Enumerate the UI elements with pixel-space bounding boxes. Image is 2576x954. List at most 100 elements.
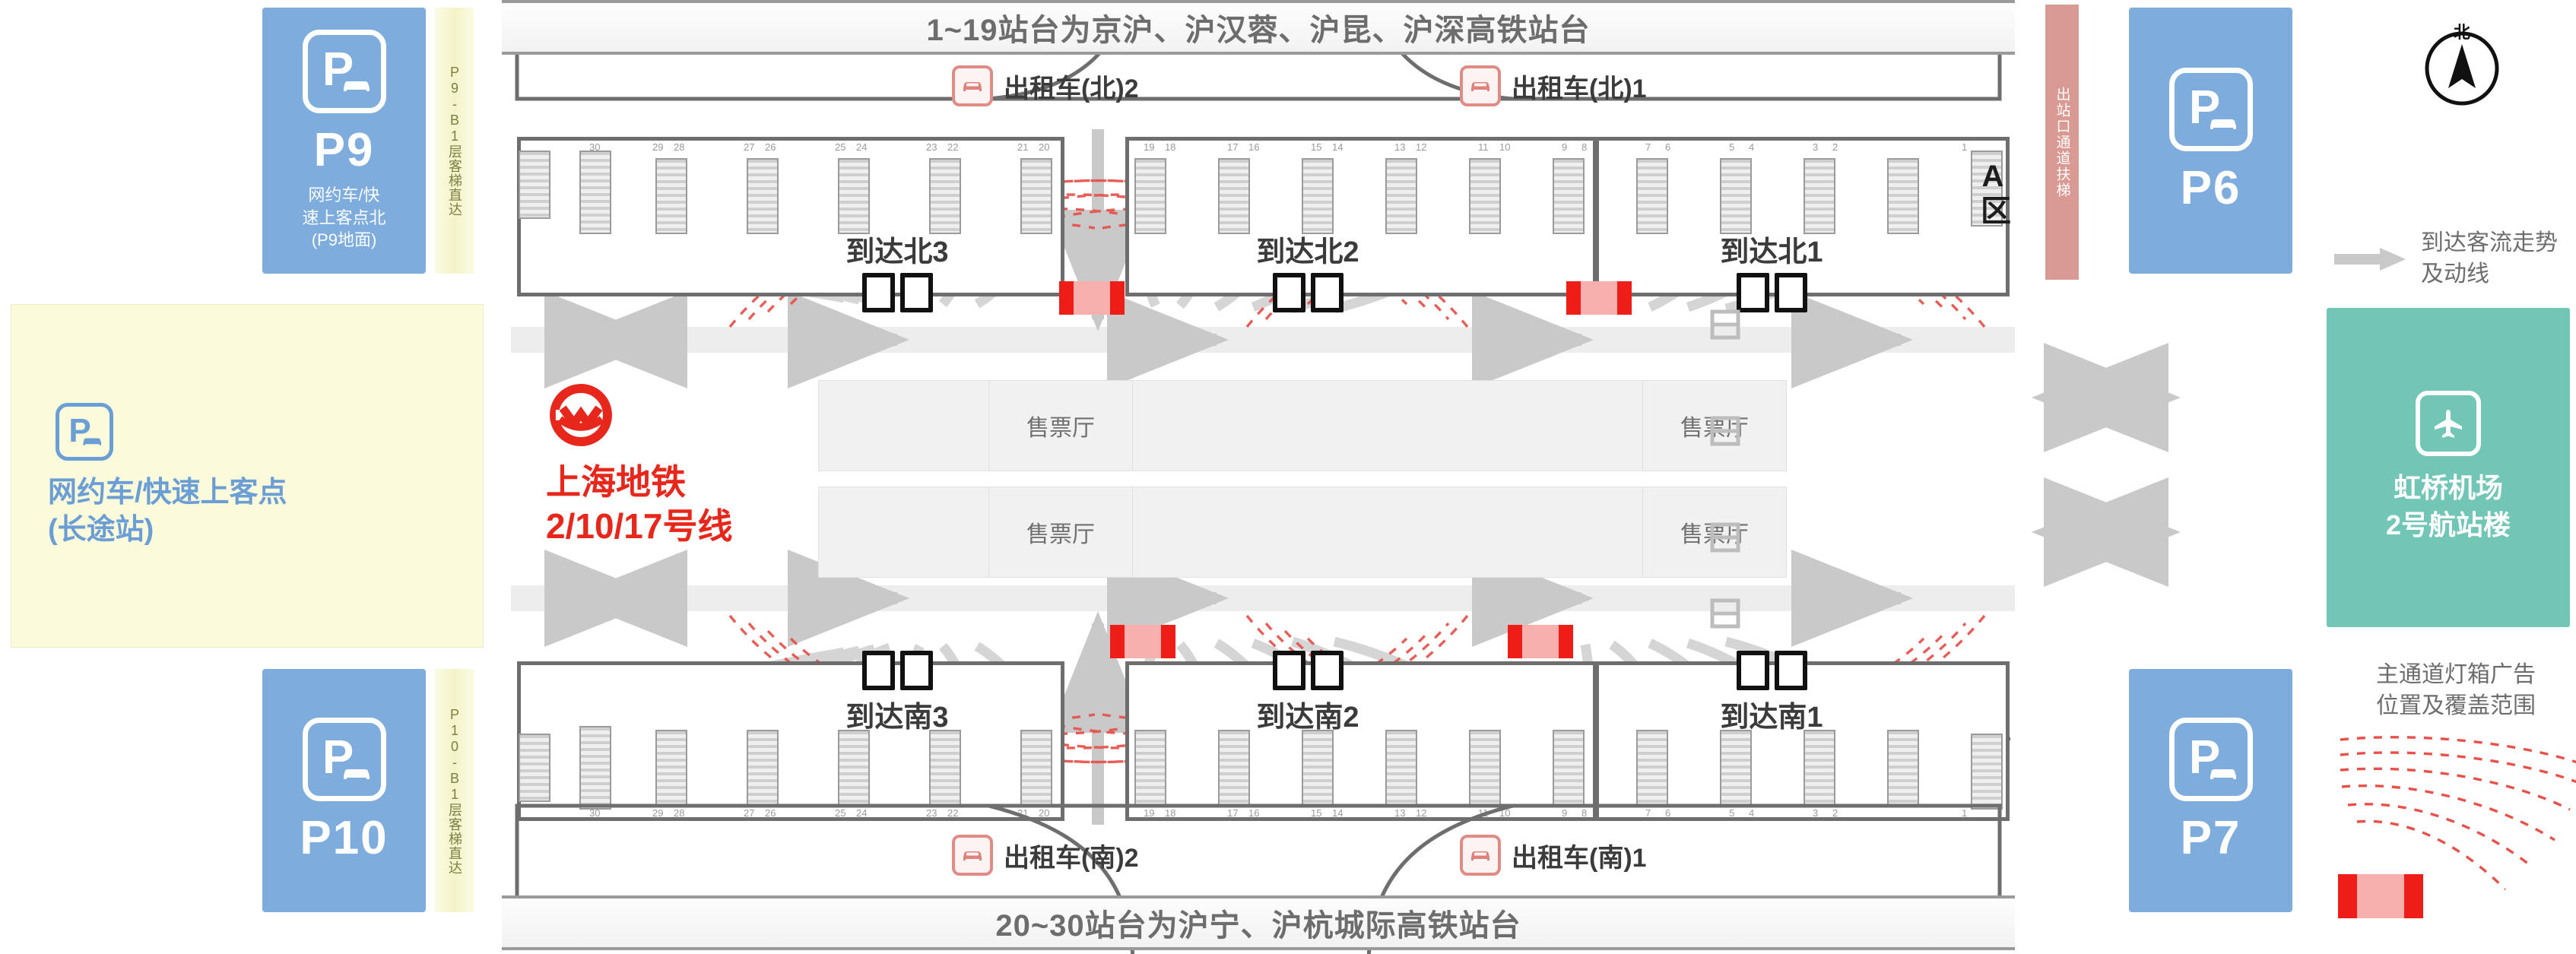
ride-hailing-zone[interactable]: P 网约车/快速上客点 (长途站) (11, 304, 484, 648)
ticket-hall-sw-label: 售票厅 (1026, 522, 1095, 547)
taxi-north-2-label: 出租车(北)2 (1004, 74, 1139, 103)
escalator (1020, 730, 1052, 806)
ride-hailing-title: 网约车/快速上客点 (长途站) (48, 476, 287, 546)
escalator (929, 158, 961, 234)
gate-icon (861, 651, 933, 690)
legend-lightbox-text: 主通道灯箱广告 位置及覆盖范围 (2376, 662, 2536, 718)
escalator (579, 726, 611, 810)
parking-p7[interactable]: P P7 (2129, 669, 2292, 912)
legend-passenger-flow-text: 到达客流走势 及动线 (2421, 230, 2558, 287)
escalator (1636, 730, 1668, 806)
escalator (1302, 158, 1334, 234)
parking-p10[interactable]: P P10 (262, 669, 426, 912)
escalator (1385, 158, 1417, 234)
taxi-stand-south-2[interactable]: 出租车(南)2 (952, 835, 1139, 876)
escalator (1636, 158, 1668, 234)
arrival-south-1[interactable]: 到达南1 (1658, 648, 1886, 735)
escalator (519, 151, 550, 219)
escalator (929, 730, 961, 806)
gray-arrow-icon (2334, 247, 2406, 271)
escalator (1134, 158, 1166, 234)
escalator (1971, 734, 2003, 810)
arrival-south-2-label: 到达南2 (1256, 702, 1359, 734)
taxi-stand-north-2[interactable]: 出租车(北)2 (952, 65, 1139, 106)
stair-icons-column (1703, 304, 1749, 639)
escalator (838, 158, 870, 234)
parking-taxi-icon: P (302, 718, 386, 802)
gate-icon (1272, 273, 1344, 312)
arrival-north-1[interactable]: 到达北1 (1658, 228, 1886, 312)
ticket-hall-sw[interactable]: 售票厅 (988, 487, 1133, 578)
p10-elevator-strip: P10-B1层客梯直达 (435, 669, 474, 912)
p9-elevator-strip-label: P9-B1层客梯直达 (447, 65, 462, 217)
airport-name: 虹桥机场 2号航站楼 (2385, 472, 2511, 540)
escalator (1385, 730, 1417, 806)
escalator (1720, 158, 1752, 234)
gate-icon (1736, 651, 1807, 690)
parking-p6[interactable]: P P6 (2129, 8, 2292, 274)
ticket-hall-nw-label: 售票厅 (1026, 416, 1095, 441)
legend-lightbox-arcs (2340, 736, 2576, 891)
arrival-north-3[interactable]: 到达北3 (783, 228, 1011, 312)
escalator (655, 158, 687, 234)
taxi-icon (952, 835, 993, 876)
arrival-north-3-label: 到达北3 (845, 236, 949, 268)
escalator (579, 151, 611, 234)
exit-corridor-label: 出站口通道扶梯 (2054, 86, 2070, 198)
escalator (1887, 158, 1919, 234)
escalator (1469, 158, 1501, 234)
p10-elevator-strip-label: P10-B1层客梯直达 (447, 706, 462, 875)
center-concourse-lower (818, 487, 1692, 578)
escalator (519, 734, 550, 802)
escalator (747, 730, 779, 806)
arrival-south-3[interactable]: 到达南3 (783, 648, 1011, 735)
arrival-north-2-label: 到达北2 (1256, 236, 1359, 268)
escalator (1134, 730, 1166, 806)
legend-passenger-flow: 到达客流走势 及动线 (2334, 228, 2558, 290)
escalator (1553, 158, 1585, 234)
parking-taxi-icon: P (2168, 68, 2253, 152)
parking-taxi-icon: P (56, 402, 113, 461)
taxi-stand-north-1[interactable]: 出租车(北)1 (1460, 65, 1647, 106)
zone-a: A区 (1971, 160, 2015, 227)
taxi-south-1-label: 出租车(南)1 (1512, 843, 1647, 873)
taxi-icon (1460, 835, 1501, 876)
escalator (1218, 158, 1250, 234)
parking-p9-sub: 网约车/快 速上客点北 (P9地面) (302, 185, 386, 250)
taxi-icon (952, 65, 993, 106)
parking-p6-code: P6 (2180, 162, 2241, 215)
bottom-platform-banner: 20~30站台为沪宁、沪杭城际高铁站台 (502, 895, 2015, 950)
taxi-stand-south-1[interactable]: 出租车(南)1 (1460, 835, 1647, 876)
legend-lightbox-marker (2338, 874, 2423, 918)
taxi-north-1-label: 出租车(北)1 (1512, 74, 1647, 103)
compass-north-icon: 北 (2416, 23, 2508, 114)
airplane-icon (2416, 391, 2481, 457)
taxi-icon (1460, 65, 1501, 106)
escalator (1887, 730, 1919, 806)
escalator (1720, 730, 1752, 806)
escalator (1218, 730, 1250, 806)
parking-p9[interactable]: P P9 网约车/快 速上客点北 (P9地面) (262, 8, 426, 274)
lightbox-marker (1059, 281, 1125, 315)
top-platform-banner: 1~19站台为京沪、沪汉蓉、沪昆、沪深高铁站台 (502, 0, 2015, 55)
svg-text:北: 北 (2454, 23, 2470, 42)
arrival-north-2[interactable]: 到达北2 (1194, 228, 1422, 312)
escalator (838, 730, 870, 806)
arrival-south-2[interactable]: 到达南2 (1194, 648, 1422, 735)
ticket-hall-nw[interactable]: 售票厅 (988, 380, 1133, 471)
hongqiao-airport-t2[interactable]: 虹桥机场 2号航站楼 (2327, 308, 2570, 627)
escalator (1302, 730, 1334, 806)
shanghai-metro-block[interactable]: 上海地铁 2/10/17号线 (546, 380, 732, 548)
taxi-south-2-label: 出租车(南)2 (1004, 843, 1139, 873)
arrival-south-1-label: 到达南1 (1720, 702, 1823, 734)
lightbox-marker (1110, 625, 1175, 658)
escalator (655, 730, 687, 806)
p9-elevator-strip: P9-B1层客梯直达 (435, 8, 474, 274)
zone-a-label: A区 (1976, 160, 2010, 227)
parking-p10-code: P10 (300, 812, 389, 865)
escalator (1971, 151, 2003, 227)
lightbox-marker (1508, 625, 1573, 658)
shanghai-metro-logo (550, 384, 612, 446)
